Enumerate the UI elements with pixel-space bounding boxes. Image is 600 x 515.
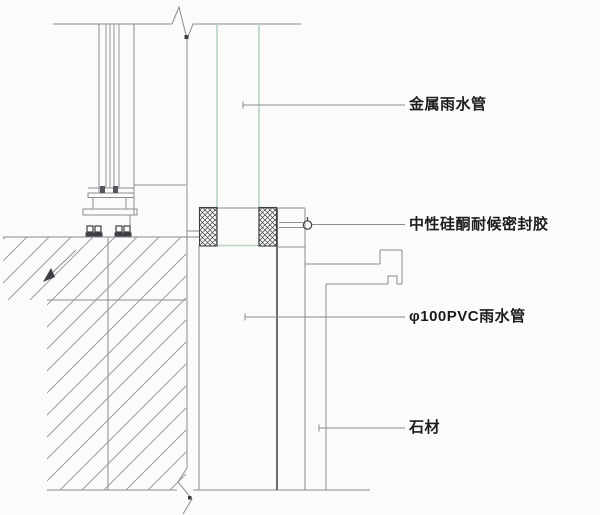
label-sealant: 中性硅酮耐候密封胶 [409, 216, 549, 233]
metal-rain-pipe-lines [216, 24, 260, 247]
leader-lines [242, 101, 405, 432]
label-stone: 石材 [409, 419, 441, 436]
anchor-clips [85, 225, 132, 237]
label-pvc-rain-pipe: φ100PVC雨水管 [409, 308, 526, 325]
concrete-wall-hatch [3, 230, 370, 491]
label-metal-rain-pipe: 金属雨水管 [409, 96, 487, 113]
pvc-pipe-walls [177, 39, 278, 515]
sealant-blocks [198, 206, 278, 247]
stone-coping-profile [200, 207, 403, 490]
window-mullion-glazing [98, 24, 186, 215]
window-sill-profile [82, 186, 138, 237]
hatch-arrow-icon [43, 268, 55, 282]
break-line-top [53, 5, 301, 41]
